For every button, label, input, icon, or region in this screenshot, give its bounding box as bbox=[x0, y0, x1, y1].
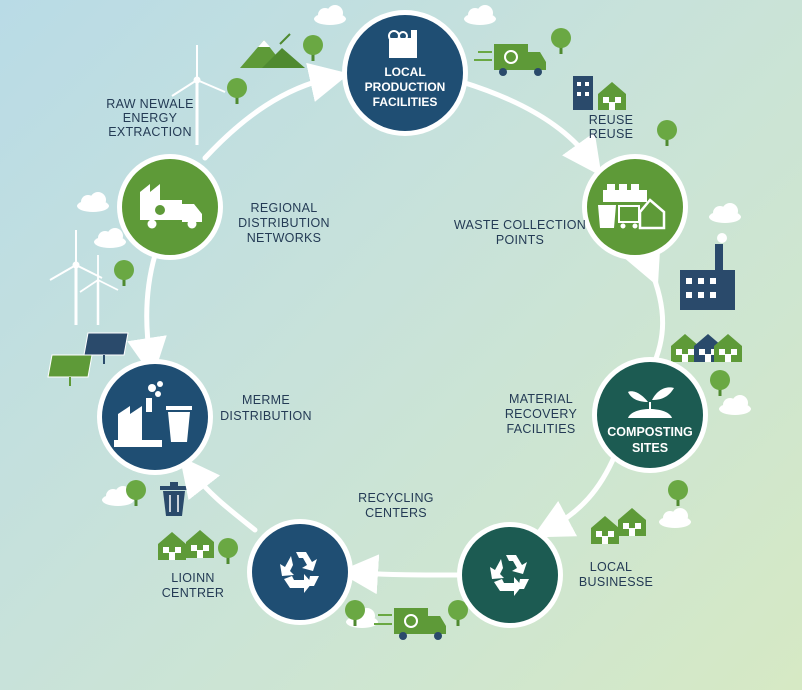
tree-icon bbox=[710, 370, 730, 396]
svg-text:LOCAL: LOCAL bbox=[590, 560, 633, 574]
node-label-line-1: LOCAL bbox=[384, 65, 425, 79]
svg-text:EXTRACTION: EXTRACTION bbox=[108, 125, 192, 139]
houses-icon bbox=[671, 334, 742, 362]
wind-turbine-icon bbox=[49, 230, 103, 325]
arrow-production-to-waste bbox=[459, 79, 602, 177]
recycling-truck-icon bbox=[474, 44, 546, 76]
label-lioinn-center: LIOINN CENTRER bbox=[162, 571, 225, 600]
factory-icon bbox=[388, 30, 417, 58]
node-circle bbox=[252, 524, 348, 620]
houses-icon bbox=[591, 508, 646, 544]
cloud-icon bbox=[314, 5, 346, 25]
label-material-recovery: MATERIAL RECOVERY FACILITIES bbox=[505, 392, 578, 436]
label-regional-networks: REGIONAL DISTRIBUTION NETWORKS bbox=[238, 201, 330, 245]
arrow-composting-to-business bbox=[532, 452, 618, 538]
node-local-production[interactable]: LOCAL PRODUCTION FACILITIES bbox=[342, 10, 468, 136]
arrow-composting-to-waste bbox=[623, 241, 666, 371]
label-raw-energy: RAW NEWALE ENERGY EXTRACTION bbox=[106, 97, 194, 139]
buildings-icon bbox=[573, 76, 626, 110]
node-business-recycle[interactable] bbox=[457, 522, 563, 628]
cloud-icon bbox=[464, 5, 496, 25]
leaf-soil-icon bbox=[628, 387, 674, 418]
node-circle bbox=[102, 364, 208, 470]
node-circle bbox=[462, 527, 558, 623]
node-regional[interactable] bbox=[117, 154, 223, 260]
svg-text:RECYCLING: RECYCLING bbox=[358, 491, 434, 505]
arrow-business-to-center bbox=[338, 554, 461, 595]
node-waste-collection[interactable] bbox=[582, 154, 688, 260]
label-reuse: REUSE REUSE bbox=[589, 113, 634, 141]
node-circle bbox=[347, 15, 463, 131]
tree-icon bbox=[657, 120, 677, 146]
cloud-icon bbox=[719, 395, 751, 415]
svg-text:BUSINESSE: BUSINESSE bbox=[579, 575, 653, 589]
node-composting[interactable]: COMPOSTING SITES bbox=[592, 357, 708, 473]
delivery-truck-icon bbox=[140, 184, 202, 229]
tree-icon bbox=[448, 600, 468, 626]
houses-icon bbox=[158, 530, 214, 560]
tree-icon bbox=[218, 538, 238, 564]
cloud-icon bbox=[659, 508, 691, 528]
label-recycling-centers: RECYCLING CENTERS bbox=[358, 491, 434, 520]
node-label-line-2: SITES bbox=[632, 441, 668, 455]
tree-icon bbox=[303, 35, 323, 61]
background-decor bbox=[47, 5, 751, 640]
tree-icon bbox=[114, 260, 134, 286]
svg-text:REGIONAL: REGIONAL bbox=[251, 201, 318, 215]
svg-text:CENTERS: CENTERS bbox=[365, 506, 427, 520]
node-distribution[interactable] bbox=[97, 359, 213, 475]
cloud-icon bbox=[94, 228, 126, 248]
arrow-center-to-distribution bbox=[179, 456, 258, 533]
svg-text:LIOINN: LIOINN bbox=[171, 571, 214, 585]
svg-text:POINTS: POINTS bbox=[496, 233, 544, 247]
svg-text:RECOVERY: RECOVERY bbox=[505, 407, 578, 421]
label-waste-points: WASTE COLLECTION POINTS bbox=[454, 218, 586, 247]
bin-cart-house-icon bbox=[598, 184, 666, 230]
tree-icon bbox=[227, 78, 247, 104]
solar-panel-icon bbox=[47, 332, 129, 386]
svg-text:RAW NEWALE: RAW NEWALE bbox=[106, 97, 194, 111]
wind-turbine-icon bbox=[79, 255, 119, 325]
svg-text:ENERGY: ENERGY bbox=[123, 111, 178, 125]
tree-icon bbox=[668, 480, 688, 506]
svg-text:REUSE: REUSE bbox=[589, 127, 634, 141]
svg-text:NETWORKS: NETWORKS bbox=[247, 231, 322, 245]
factory-bin-icon bbox=[114, 381, 192, 447]
label-merme-distribution: MERME DISTRIBUTION bbox=[220, 393, 312, 423]
node-label-line-3: FACILITIES bbox=[373, 95, 438, 109]
cloud-icon bbox=[77, 192, 109, 212]
tree-icon bbox=[551, 28, 571, 54]
wind-turbine-icon bbox=[171, 45, 226, 145]
trash-can-icon bbox=[160, 482, 188, 516]
svg-text:MATERIAL: MATERIAL bbox=[509, 392, 573, 406]
node-label-line-1: COMPOSTING bbox=[607, 425, 692, 439]
factory-icon bbox=[680, 233, 735, 310]
cloud-icon bbox=[709, 203, 741, 223]
svg-text:WASTE COLLECTION: WASTE COLLECTION bbox=[454, 218, 586, 232]
label-local-business: LOCAL BUSINESSE bbox=[579, 560, 653, 589]
svg-text:MERME: MERME bbox=[242, 393, 290, 407]
svg-text:FACILITIES: FACILITIES bbox=[507, 422, 576, 436]
node-center-recycle[interactable] bbox=[247, 519, 353, 625]
svg-text:DISTRIBUTION: DISTRIBUTION bbox=[238, 216, 330, 230]
arrow-regional-to-production bbox=[202, 62, 350, 161]
svg-text:DISTRIBUTION: DISTRIBUTION bbox=[220, 409, 312, 423]
svg-text:REUSE: REUSE bbox=[589, 113, 634, 127]
arrow-regional-to-distribution bbox=[127, 252, 167, 378]
svg-text:CENTRER: CENTRER bbox=[162, 586, 225, 600]
node-label-line-2: PRODUCTION bbox=[365, 80, 446, 94]
recycling-truck-icon bbox=[374, 608, 446, 640]
mountain-icon bbox=[240, 33, 305, 68]
